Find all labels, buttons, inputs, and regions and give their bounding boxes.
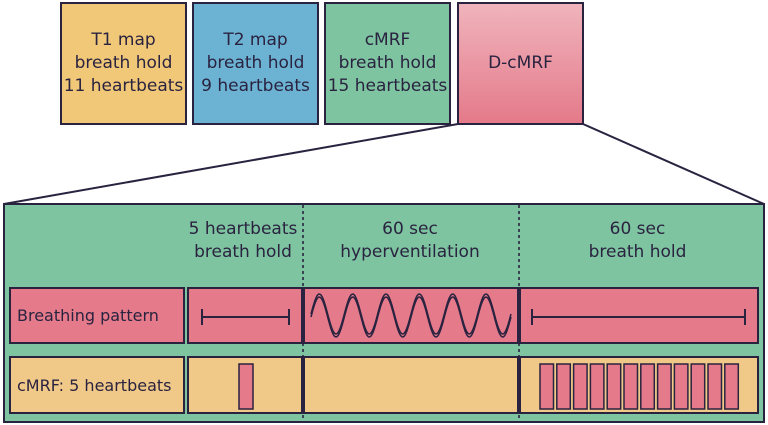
cmrf-box: cMRF breath hold 15 heartbeats — [324, 2, 451, 125]
cmrf-title: cMRF — [364, 30, 411, 50]
t1-map-condition: breath hold — [74, 53, 173, 73]
phase-3-duration: 60 sec — [609, 219, 666, 239]
phase-2-condition: hyperventilation — [340, 242, 480, 262]
phase-1-header: 5 heartbeats breath hold — [187, 218, 299, 264]
cmrf-row-label: cMRF: 5 heartbeats — [9, 356, 185, 414]
acquisition-block-phase1 — [238, 363, 254, 410]
hyperventilation-wave-b — [310, 296, 512, 338]
t2-map-title: T2 map — [223, 30, 288, 50]
phase-2-header: 60 sec hyperventilation — [305, 218, 515, 264]
acquisition-block-phase3 — [690, 363, 706, 410]
t2-map-box: T2 map breath hold 9 heartbeats — [192, 2, 319, 125]
phase-1-duration: 5 heartbeats — [188, 219, 298, 239]
phase-3-header: 60 sec breath hold — [520, 218, 755, 264]
breathing-pattern-text: Breathing pattern — [17, 306, 159, 325]
t1-map-duration: 11 heartbeats — [63, 76, 184, 96]
phase-2-duration: 60 sec — [382, 219, 438, 239]
t2-map-condition: breath hold — [206, 53, 305, 73]
acquisition-block-phase3 — [673, 363, 689, 410]
breathing-segment-3 — [519, 287, 759, 344]
acquisition-block-phase3 — [707, 363, 723, 410]
acquisition-block-phase3 — [556, 363, 572, 410]
acquisition-block-phase3 — [656, 363, 672, 410]
phase-3-condition: breath hold — [588, 242, 687, 262]
hyperventilation-wave-a — [310, 293, 512, 335]
d-cmrf-title: D-cMRF — [488, 53, 553, 73]
acquisition-block-phase3 — [724, 363, 740, 410]
cmrf-duration: 15 heartbeats — [327, 76, 448, 96]
acquisition-block-phase3 — [606, 363, 622, 410]
d-cmrf-box: D-cMRF — [457, 2, 584, 125]
acquisition-block-phase3 — [572, 363, 588, 410]
breathing-segment-1 — [187, 287, 303, 344]
acquisition-block-phase3 — [589, 363, 605, 410]
acquisition-block-phase3 — [623, 363, 639, 410]
t2-map-duration: 9 heartbeats — [201, 76, 310, 96]
cmrf-condition: breath hold — [338, 53, 437, 73]
acquisition-block-phase3 — [539, 363, 555, 410]
acquisition-block-phase3 — [640, 363, 656, 410]
panel-drawing — [201, 205, 746, 421]
d-cmrf-detail-panel: 5 heartbeats breath hold 60 sec hyperven… — [3, 203, 765, 423]
cmrf-segment-2 — [303, 356, 519, 414]
t1-map-box: T1 map breath hold 11 heartbeats — [60, 2, 187, 125]
cmrf-row-text: cMRF: 5 heartbeats — [17, 375, 172, 395]
breathing-pattern-label: Breathing pattern — [9, 287, 185, 344]
phase-1-condition: breath hold — [194, 242, 292, 262]
t1-map-title: T1 map — [91, 30, 156, 50]
